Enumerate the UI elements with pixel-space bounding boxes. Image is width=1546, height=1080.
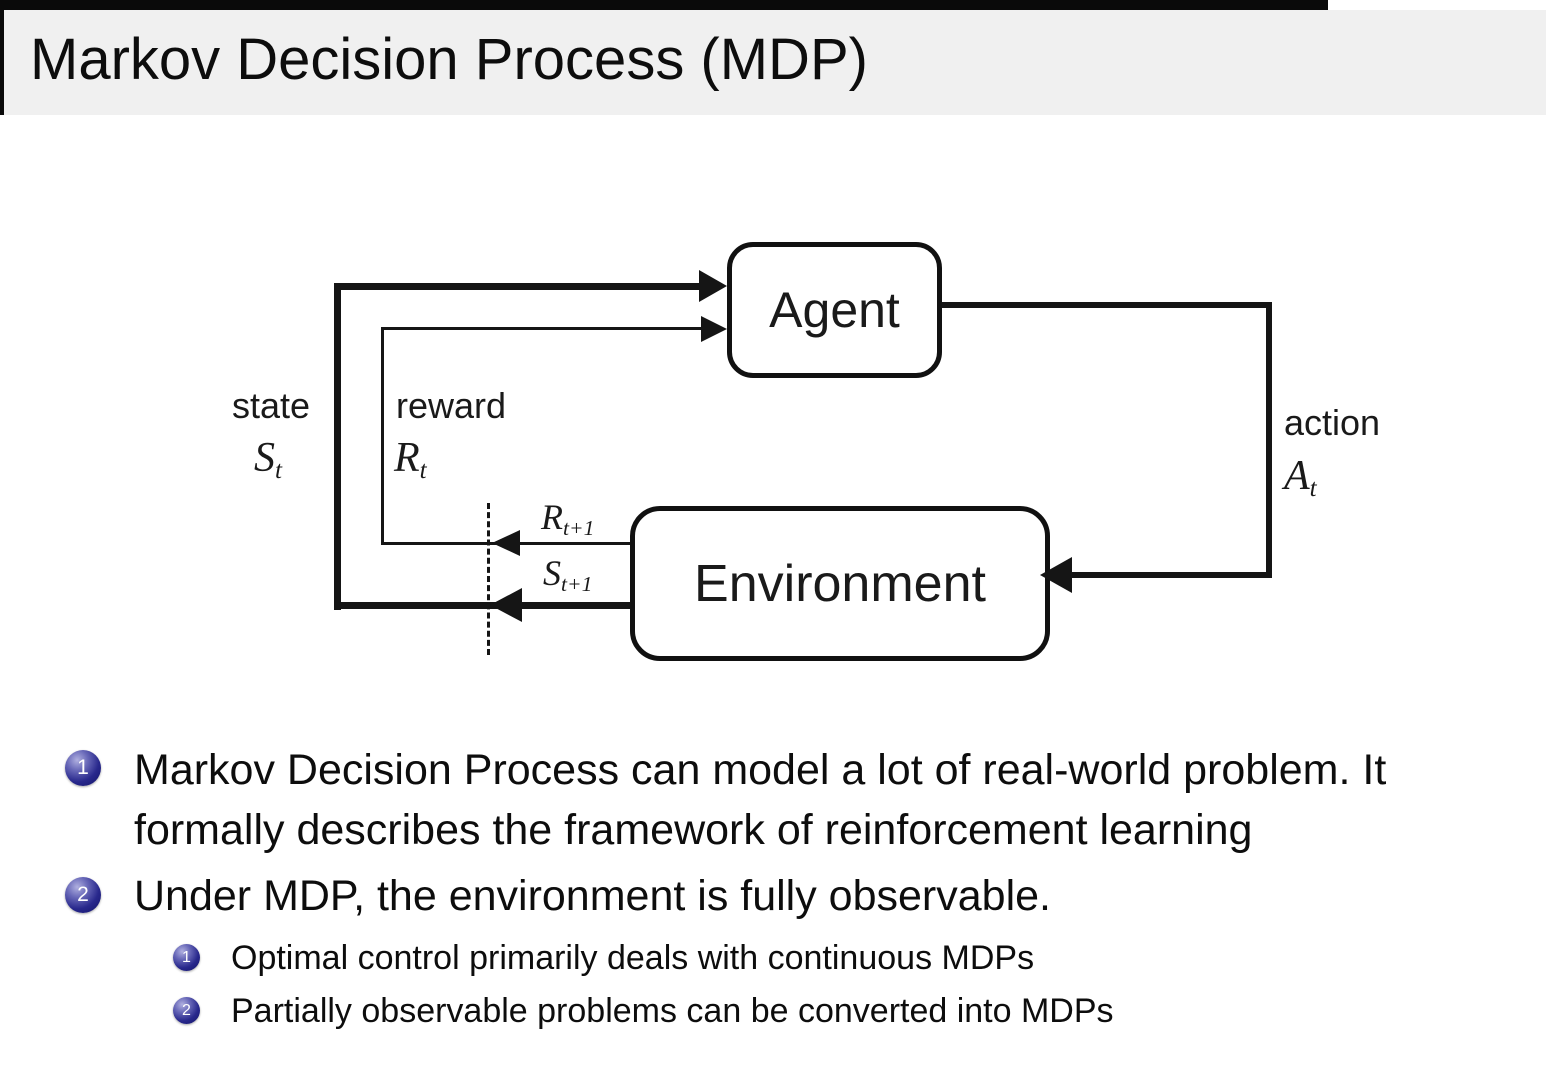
bullet-1-ball: 1 [65,750,101,786]
bullet-1-line-1: Markov Decision Process can model a lot … [134,746,1387,794]
environment-box: Environment [630,506,1050,661]
bullet-2-line-1: Under MDP, the environment is fully obse… [134,872,1051,920]
environment-label: Environment [694,554,986,613]
page-title: Markov Decision Process (MDP) [30,27,868,92]
sub-bullet-2-ball: 2 [173,997,200,1024]
reward-symbol: Rt [394,435,427,485]
action-arrowhead-icon [1040,557,1072,593]
agent-box: Agent [727,242,942,378]
action-line-top [930,302,1272,308]
sub-bullet-1-text: Optimal control primarily deals with con… [231,939,1035,977]
next-state-symbol: St+1 [543,553,593,597]
state-symbol: St [254,435,282,485]
left-black-edge [0,0,4,115]
action-line-vertical [1266,302,1272,578]
reward-label: reward [396,385,507,426]
action-label: action [1284,402,1381,443]
bullet-1-line-2: formally describes the framework of rein… [134,806,1253,854]
bullet-2-ball: 2 [65,877,101,913]
slide-header [0,10,1546,115]
state-label: state [232,385,311,426]
action-line-bottom [1068,572,1272,578]
agent-label: Agent [769,282,900,338]
next-reward-symbol: Rt+1 [541,497,595,541]
action-symbol: At [1284,453,1317,503]
next-state-arrowhead-icon [490,588,522,622]
reward-line-vertical [381,327,384,544]
state-line-top [334,283,702,290]
next-reward-arrowhead-icon [492,530,520,556]
reward-arrowhead-icon [701,316,727,342]
top-black-bar [0,0,1328,10]
time-boundary-dashed-line [487,503,490,655]
state-line-vertical [334,283,341,610]
sub-bullet-2-text: Partially observable problems can be con… [231,992,1114,1030]
state-line-bottom [334,602,632,609]
state-arrowhead-icon [699,270,727,302]
reward-line-top [381,327,703,330]
sub-bullet-1-ball: 1 [173,944,200,971]
